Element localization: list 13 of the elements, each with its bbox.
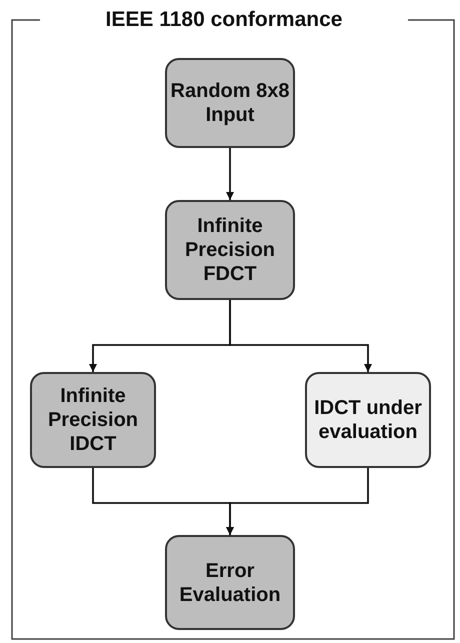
box-label: IDCT under evaluation <box>313 396 423 444</box>
process-box <box>165 535 295 630</box>
process-box <box>165 200 295 300</box>
arrow <box>229 300 372 372</box>
process-box <box>30 372 156 468</box>
process-box <box>305 372 431 468</box>
arrow <box>226 148 234 200</box>
box-label: Infinite Precision FDCT <box>184 214 276 286</box>
box-label: Random 8x8 Input <box>170 79 290 127</box>
process-box <box>165 58 295 148</box>
box-label: Error Evaluation <box>178 558 282 606</box>
box-label: Infinite Precision IDCT <box>46 384 140 456</box>
arrow <box>226 468 369 535</box>
